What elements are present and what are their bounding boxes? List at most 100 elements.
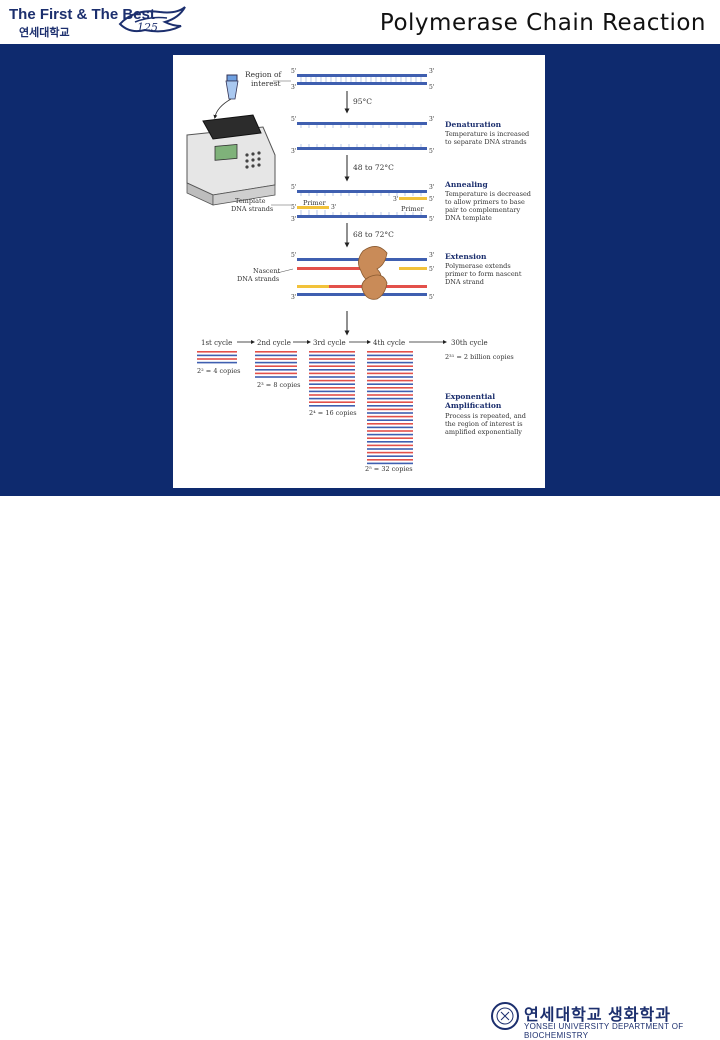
svg-text:5': 5' [429, 294, 435, 301]
strand-line [367, 430, 413, 432]
strand-line [255, 358, 297, 360]
strand-line [367, 372, 413, 375]
strand-line [367, 426, 413, 429]
strand-line [367, 394, 413, 396]
primer-left-label: Primer [303, 199, 327, 207]
strand-line [367, 451, 413, 454]
nascent-label-2: DNA strands [237, 275, 279, 283]
exp-desc-2: the region of interest is [445, 420, 523, 428]
strand-line [309, 379, 355, 382]
header: The First & The Best 연세대학교 125 Polymeras… [0, 0, 720, 44]
svg-text:3': 3' [291, 84, 297, 91]
annealing-title: Annealing [444, 180, 489, 189]
university-seal-icon [491, 1002, 519, 1030]
svg-text:5': 5' [429, 148, 435, 155]
template-label-2: DNA strands [231, 205, 273, 213]
strand-line [367, 365, 413, 367]
svg-text:5': 5' [291, 184, 297, 191]
temp-denature: 95°C [353, 97, 372, 106]
strand-line [367, 408, 413, 411]
strand-line [255, 365, 297, 367]
strand-line [367, 401, 413, 403]
strand-line [309, 372, 355, 375]
strand-line [309, 383, 355, 385]
cycle-1-label: 1st cycle [201, 339, 232, 347]
strand-line [367, 354, 413, 357]
strand-line [309, 351, 355, 353]
copies-3: 2⁴ = 16 copies [309, 409, 357, 417]
strand-line [255, 369, 297, 371]
svg-text:3': 3' [291, 216, 297, 223]
strand-line [255, 372, 297, 375]
strand-line [255, 351, 297, 353]
pcr-diagram: Region of interest 5' 3' 3' 5' 95°C 5' 3… [186, 68, 531, 473]
region-label-2: interest [251, 79, 281, 88]
denaturation-desc-2: to separate DNA strands [445, 138, 527, 146]
strand-line [309, 354, 355, 357]
exp-title-2: Amplification [444, 401, 502, 410]
strand-line [309, 361, 355, 364]
strand-line [367, 448, 413, 450]
svg-text:5': 5' [291, 204, 297, 211]
annealing-desc-3: pair to complementary [445, 206, 520, 214]
logo-text: The First & The Best [9, 6, 155, 23]
svg-text:5': 5' [291, 252, 297, 259]
dna-initial: 5' 3' 3' 5' [291, 68, 435, 91]
strand-line [309, 369, 355, 371]
svg-text:3': 3' [429, 68, 435, 75]
strand-line [367, 358, 413, 360]
strand-line [367, 415, 413, 418]
strand-line [367, 351, 413, 353]
pcr-figure: Region of interest 5' 3' 3' 5' 95°C 5' 3… [173, 55, 545, 488]
strand-line [367, 462, 413, 465]
svg-text:5': 5' [429, 84, 435, 91]
strand-line [367, 390, 413, 393]
strand-line [367, 437, 413, 439]
svg-text:3': 3' [291, 294, 297, 301]
strand-line [309, 387, 355, 389]
copies-1: 2² = 4 copies [197, 367, 241, 375]
strand-line [309, 358, 355, 360]
extension-title: Extension [445, 252, 487, 261]
cycle-2-label: 2nd cycle [257, 339, 291, 347]
svg-text:3': 3' [331, 204, 337, 211]
strand-line [197, 354, 237, 357]
cycle-30-label: 30th cycle [451, 339, 488, 347]
strand-line [309, 397, 355, 400]
strand-line [309, 405, 355, 407]
strand-line [367, 455, 413, 457]
strand-line [367, 383, 413, 385]
svg-text:5': 5' [429, 216, 435, 223]
cycle-4-label: 4th cycle [373, 339, 405, 347]
strand-line [309, 376, 355, 378]
svg-text:5': 5' [429, 196, 435, 203]
svg-text:5': 5' [291, 116, 297, 123]
strand-line [197, 351, 237, 353]
exp-desc-3: amplified exponentially [445, 428, 522, 436]
strand-line [367, 379, 413, 382]
svg-text:3': 3' [429, 184, 435, 191]
strand-line [367, 397, 413, 400]
strand-line [367, 423, 413, 425]
annealing-desc-1: Temperature is decreased [445, 190, 531, 198]
dna-annealing: 5' 3' 3' 5' 5' 3' 3' 5' [291, 184, 435, 223]
logo-subtext: 연세대학교 [19, 27, 70, 39]
copies-2: 2³ = 8 copies [257, 381, 301, 389]
extension-desc-3: DNA strand [445, 278, 484, 286]
strand-stacks [197, 351, 413, 465]
strand-line [367, 441, 413, 443]
strand-line [367, 459, 413, 461]
svg-text:3': 3' [393, 196, 399, 203]
strand-line [367, 433, 413, 436]
dove-logo-icon: 125 [118, 6, 186, 34]
strand-line [255, 361, 297, 364]
svg-text:5': 5' [429, 266, 435, 273]
copies-4: 2⁵ = 32 copies [365, 465, 413, 473]
svg-text:125: 125 [137, 21, 158, 34]
footer-english: YONSEI UNIVERSITY DEPARTMENT OF BIOCHEMI… [524, 1022, 684, 1040]
strand-line [255, 376, 297, 378]
dna-denatured: 5' 3' 3' 5' [291, 116, 435, 155]
temp-anneal: 48 to 72°C [353, 163, 394, 172]
extension-desc-2: primer to form nascent [445, 270, 522, 278]
strand-line [197, 358, 237, 360]
